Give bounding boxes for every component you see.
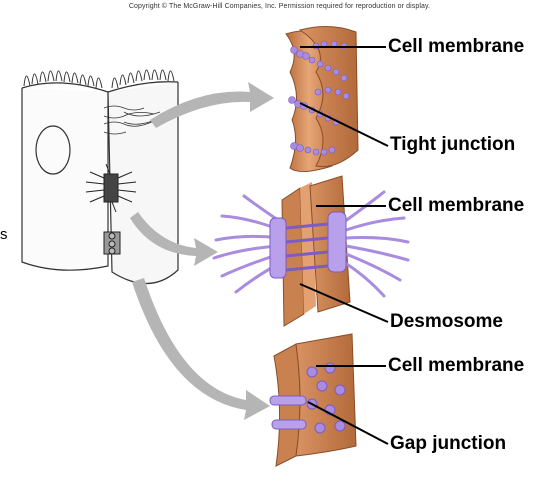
label-tight-junction: Tight junction bbox=[390, 134, 515, 156]
gap-junction-sketch bbox=[104, 232, 120, 254]
label-desmo-cell-membrane: Cell membrane bbox=[388, 195, 524, 217]
label-tight-cell-membrane: Cell membrane bbox=[388, 36, 524, 58]
microvilli bbox=[24, 70, 174, 88]
tight-junction-panel bbox=[286, 26, 358, 171]
epithelial-cell-illustration bbox=[22, 70, 178, 284]
desmosome-panel bbox=[214, 176, 408, 326]
arrow-to-gap-junction bbox=[132, 278, 270, 420]
label-gap-cell-membrane: Cell membrane bbox=[388, 355, 524, 377]
gap-junction-panel bbox=[270, 334, 356, 466]
label-desmosome: Desmosome bbox=[390, 311, 503, 333]
label-gap-junction: Gap junction bbox=[390, 433, 506, 455]
